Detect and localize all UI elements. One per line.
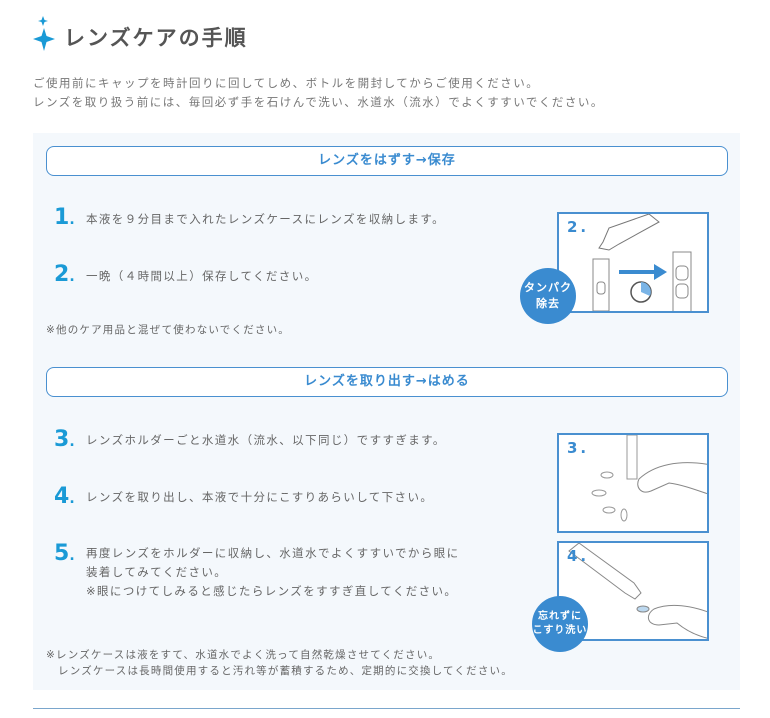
step-text: レンズホルダーごと水道水（流水、以下同じ）ですすぎます。 (86, 433, 446, 447)
rinse-hands-illustration (591, 435, 707, 522)
step-number: 4. (54, 484, 75, 509)
illustration-rinse: 3. (557, 433, 709, 533)
step-number: 1. (54, 205, 75, 230)
note: ※レンズケースは液をすて、水道水でよく洗って自然乾燥させてください。 (46, 649, 441, 661)
step-text: 本液を９分目まで入れたレンズケースにレンズを収納します。 (86, 212, 446, 226)
step-line: ※眼につけてしみると感じたらレンズをすすぎ直してください。 (86, 584, 458, 598)
section-header-take-out-insert: レンズを取り出す→はめる (46, 367, 728, 397)
divider (33, 708, 740, 709)
step-number: 2. (54, 262, 75, 287)
illustration-label: 3. (567, 439, 590, 457)
intro-line: レンズを取り扱う前には、毎回必ず手を石けんで洗い、水道水（流水）でよくすすいでく… (33, 95, 604, 109)
protein-removal-badge: タンパク除去 (520, 268, 576, 324)
sparkle-icon (33, 16, 55, 51)
illustration-label: 2. (567, 218, 590, 236)
note: ※他のケア用品と混ぜて使わないでください。 (46, 324, 290, 336)
step-text: 一晩（４時間以上）保存してください。 (86, 269, 318, 283)
page-title: レンズケアの手順 (64, 26, 248, 50)
illustration-label: 4. (567, 547, 590, 565)
step-number: 3. (54, 427, 75, 452)
intro-line: ご使用前にキャップを時計回りに回してしめ、ボトルを開封してからご使用ください。 (33, 76, 540, 90)
step-line: 再度レンズをホルダーに収納し、水道水でよくすすいでから眼に (86, 546, 460, 560)
step-line: 装着してみてください。 (86, 565, 228, 579)
rub-lens-illustration (568, 543, 707, 639)
rub-reminder-badge: 忘れずにこすり洗い (532, 596, 588, 652)
illustration-soak: 2. (557, 212, 709, 313)
section-header-remove-store: レンズをはずす→保存 (46, 146, 728, 176)
step-text: 再度レンズをホルダーに収納し、水道水でよくすすいでから眼に 装着してみてください… (86, 544, 460, 601)
bottle-case-clock-illustration (592, 214, 692, 311)
note: レンズケースは長時間使用すると汚れ等が蓄積するため、定期的に交換してください。 (58, 665, 513, 677)
step-text: レンズを取り出し、本液で十分にこすりあらいして下さい。 (86, 490, 434, 504)
step-number: 5. (54, 541, 75, 566)
